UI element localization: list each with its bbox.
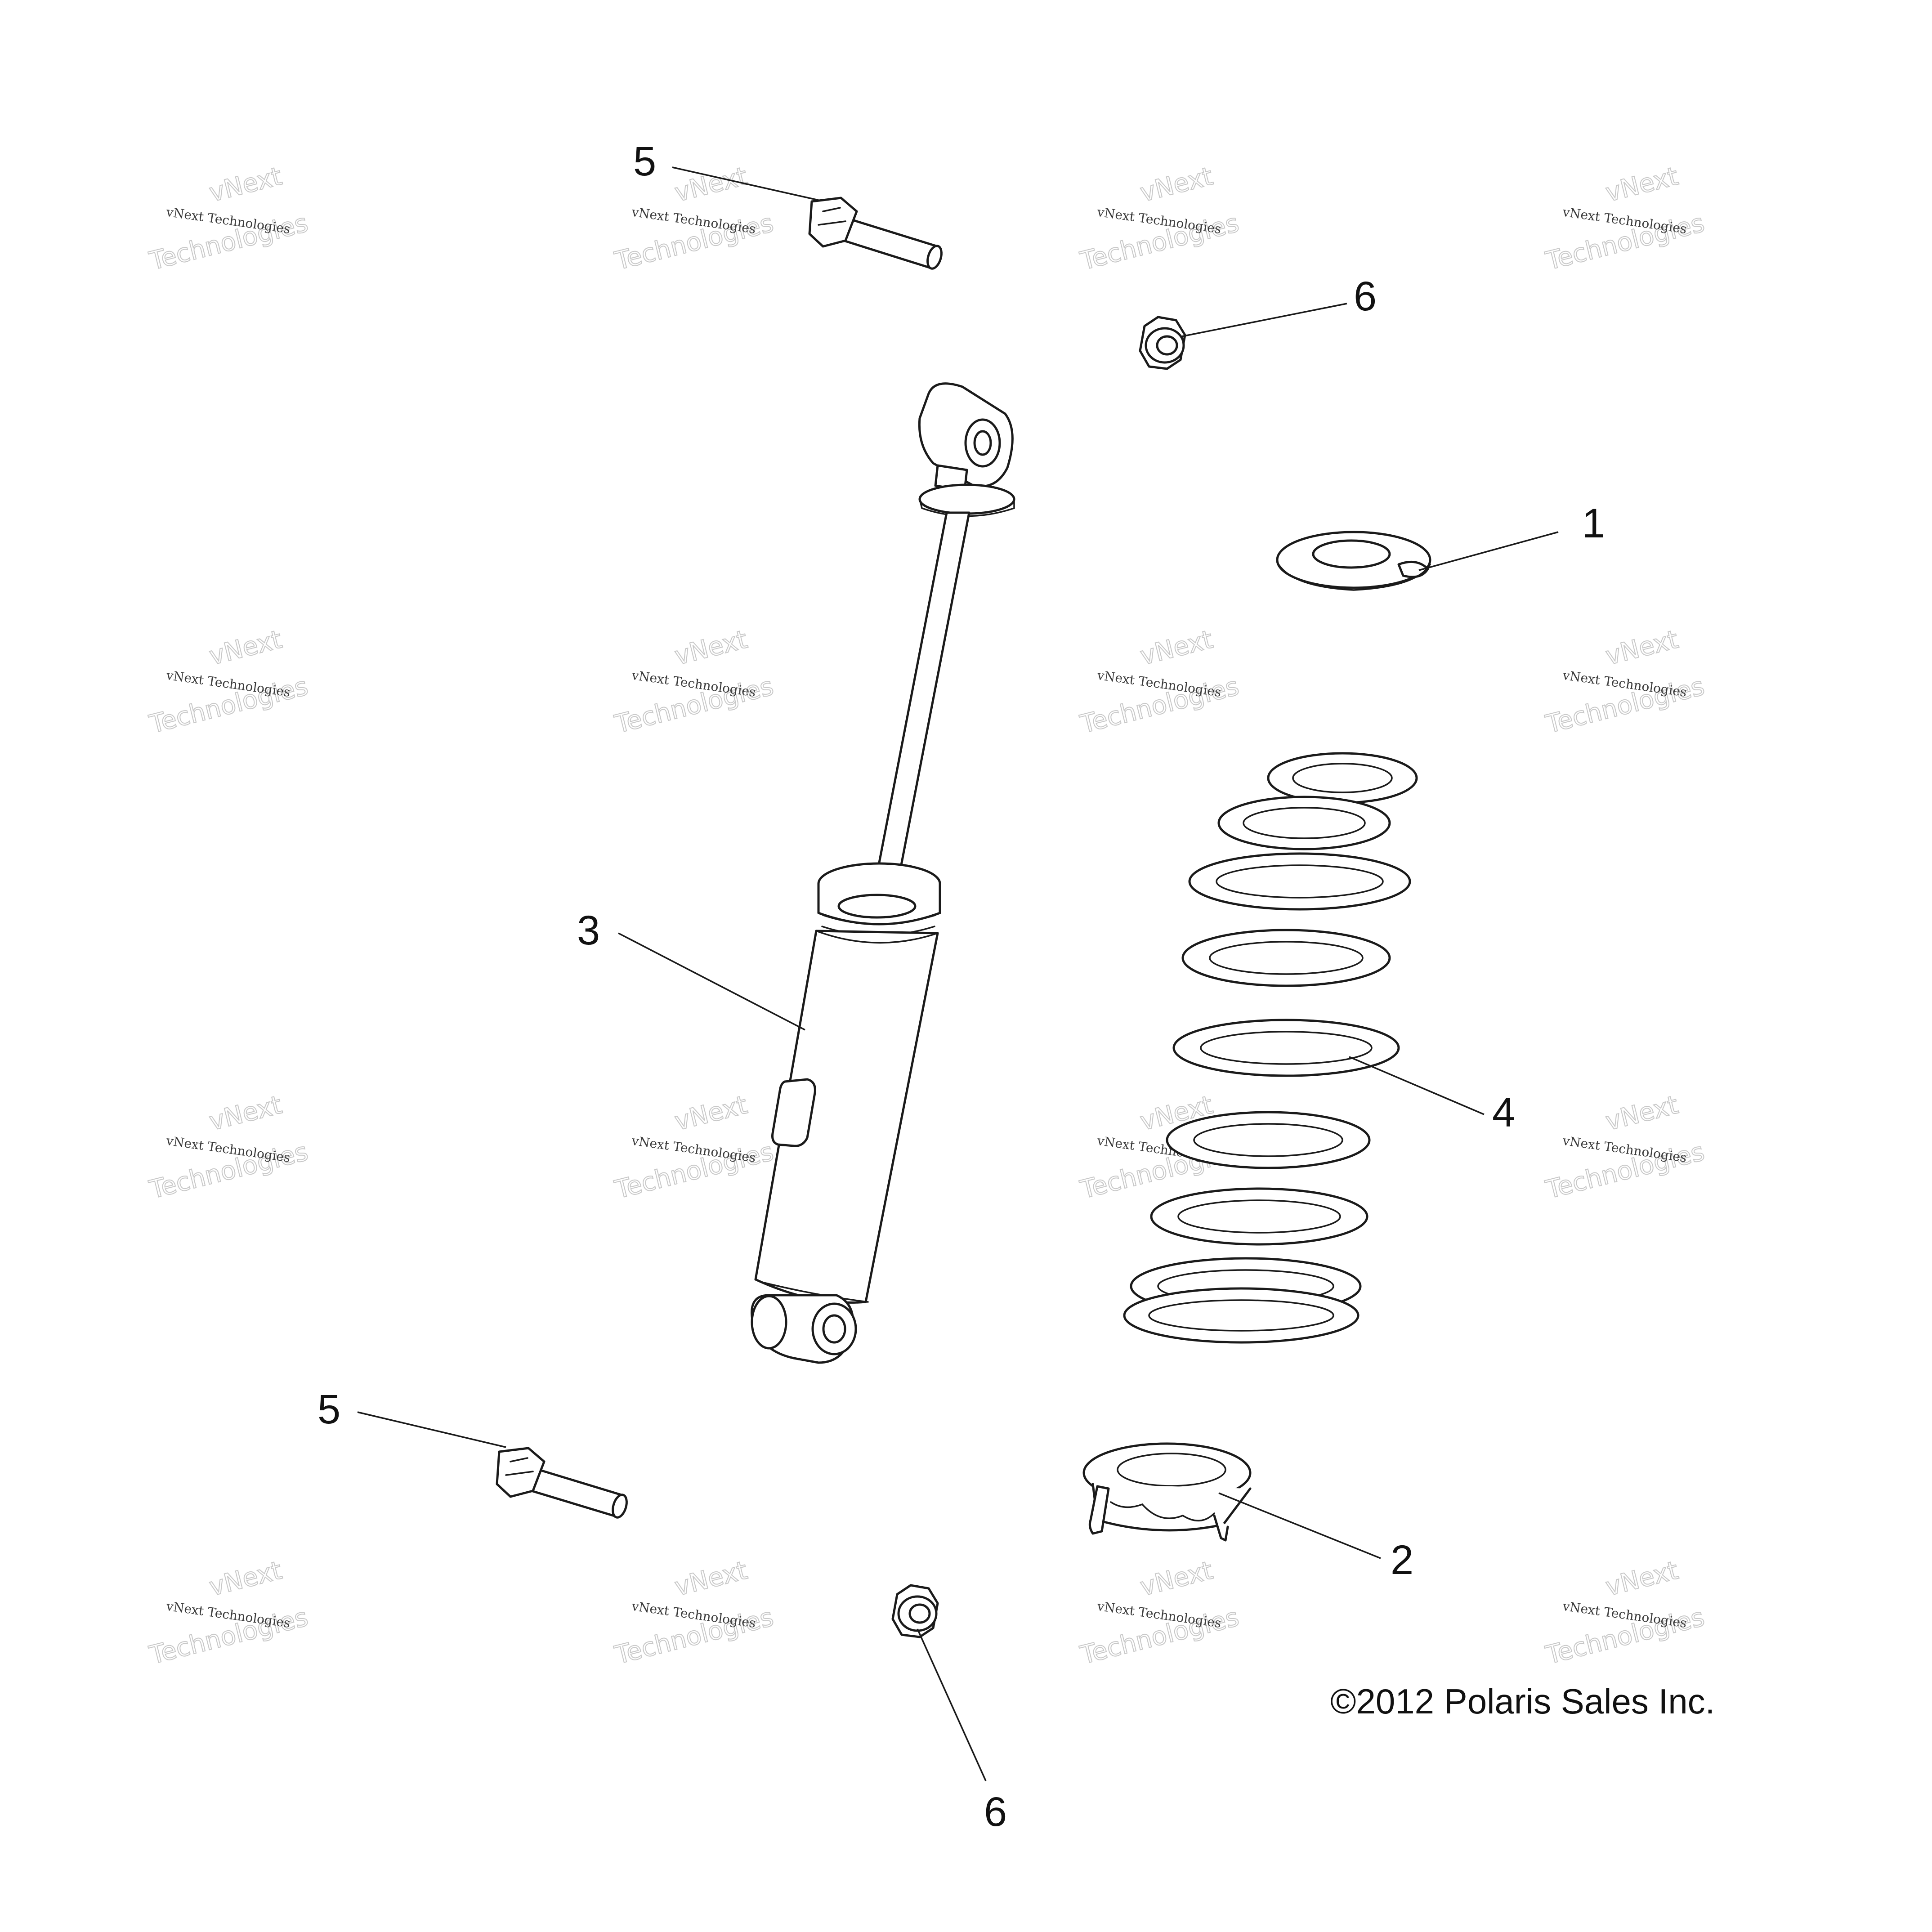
callout-labels: 5 6 1 3 4 5 2 6 — [318, 139, 1605, 1835]
watermark-top-text: vNext — [1603, 625, 1681, 671]
callout-6-top: 6 — [1354, 273, 1377, 319]
watermark-top-text: vNext — [672, 1556, 750, 1602]
spring-retainer-part — [1276, 531, 1431, 591]
coil-spring-part — [1123, 752, 1418, 1344]
watermark-top-text: vNext — [1603, 161, 1681, 208]
watermark-top-text: vNext — [1137, 625, 1216, 671]
watermark-top-text: vNext — [1137, 161, 1216, 208]
callout-1: 1 — [1582, 501, 1605, 546]
copyright-notice: ©2012 Polaris Sales Inc. — [1330, 1682, 1715, 1721]
callout-6-bottom: 6 — [984, 1789, 1007, 1835]
leader-lines — [357, 166, 1559, 1781]
callout-5-bottom: 5 — [318, 1386, 340, 1432]
watermark-top-text: vNext — [206, 1556, 285, 1602]
watermark-top-text: vNext — [1603, 1556, 1681, 1602]
bolt-top-part — [808, 197, 943, 270]
watermark-top-text: vNext — [206, 161, 285, 208]
watermark-top-text: vNext — [206, 1090, 285, 1136]
callout-4: 4 — [1492, 1090, 1515, 1136]
watermark-top-text: vNext — [672, 161, 750, 208]
nut-bottom-part — [891, 1584, 939, 1638]
shock-absorber-part — [751, 382, 1015, 1364]
watermark-top-text: vNext — [1137, 1556, 1216, 1602]
bolt-bottom-part — [496, 1447, 628, 1519]
callout-3: 3 — [577, 908, 600, 953]
callout-2: 2 — [1391, 1537, 1413, 1583]
watermark-top-text: vNext — [672, 625, 750, 671]
callout-5-top: 5 — [633, 139, 656, 184]
watermark-top-text: vNext — [1603, 1090, 1681, 1136]
nut-top-part — [1139, 316, 1186, 370]
spring-seat-part — [1082, 1442, 1252, 1542]
watermark-top-text: vNext — [206, 625, 285, 671]
watermark-top-text: vNext — [672, 1090, 750, 1136]
